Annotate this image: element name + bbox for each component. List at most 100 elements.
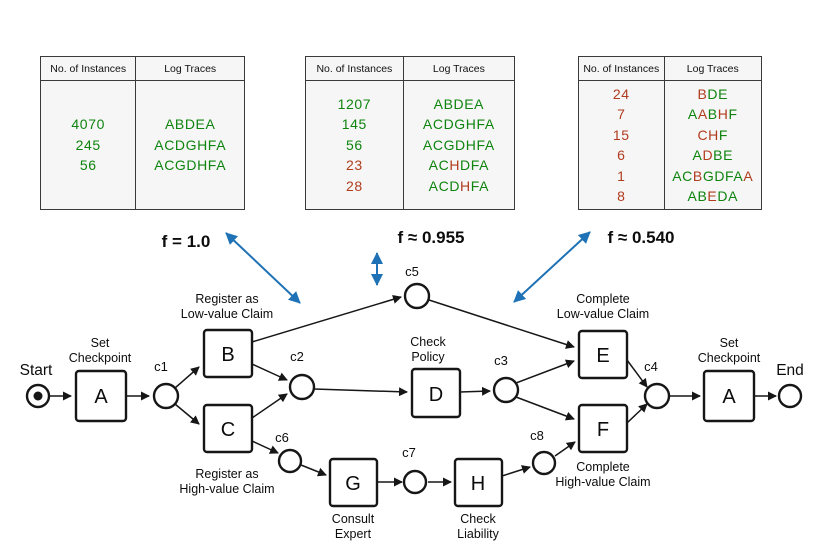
arc-c5-E <box>428 299 575 349</box>
transition-F-name-2: High-value Claim <box>555 475 650 489</box>
transition-G-letter: G <box>345 473 361 495</box>
arc-c3-E <box>515 359 575 384</box>
transition-F-name-1: Complete <box>576 460 630 474</box>
trace-segment: AB <box>687 188 708 204</box>
instances-column: 4070 245 56 <box>41 81 137 209</box>
fitness-pointer-arrow-1 <box>225 232 301 304</box>
transition-H-name-1: Check <box>460 512 496 526</box>
transition-B-name-1: Register as <box>195 292 258 306</box>
log-trace: ACGDHFA <box>154 155 226 176</box>
arc-c3-F <box>515 396 575 421</box>
place-c8-label: c8 <box>530 428 544 443</box>
trace-segment: F <box>728 106 738 122</box>
trace-segment: A <box>687 106 698 122</box>
trace-segment: H <box>717 106 729 122</box>
place-c7-label: c7 <box>402 445 416 460</box>
place-c1-label: c1 <box>154 359 168 374</box>
end-place <box>777 383 803 409</box>
transition-B-name-2: Low-value Claim <box>181 307 273 321</box>
trace-segment: F <box>718 126 729 143</box>
transition-E <box>577 329 629 380</box>
log-trace: ACDHFA <box>429 176 489 197</box>
place-c7 <box>402 469 428 495</box>
table-header: No. of Instances Log Traces <box>579 57 761 81</box>
arc-C-c2 <box>251 393 288 419</box>
trace-segment: B <box>707 106 718 122</box>
transition-B-letter: B <box>221 344 234 366</box>
transition-A1-letter: A <box>94 386 108 408</box>
col-header-traces: Log Traces <box>686 62 739 75</box>
col-header-traces: Log Traces <box>432 62 485 75</box>
instance-count: 8 <box>617 188 626 204</box>
transition-D-name-1: Check <box>410 335 446 349</box>
log-table-2: No. of Instances Log Traces 1207 145 56 … <box>305 56 515 210</box>
log-trace: ABEDA <box>688 186 739 207</box>
transition-G-name-1: Consult <box>332 512 375 526</box>
trace-segment: B <box>692 167 703 184</box>
trace-segment: FA <box>470 177 490 194</box>
col-header-instances: No. of Instances <box>306 57 404 80</box>
instance-count: 6 <box>617 147 626 163</box>
place-c6 <box>277 448 303 474</box>
trace-segment: ABDEA <box>164 116 216 133</box>
instance-count: 15 <box>612 126 630 143</box>
table-header: No. of Instances Log Traces <box>41 57 244 81</box>
place-c1 <box>152 382 180 410</box>
start-token <box>33 391 43 401</box>
arc-C-c6 <box>251 440 279 454</box>
transition-D <box>410 367 462 419</box>
col-header-traces: Log Traces <box>164 62 217 75</box>
instance-count: 1207 <box>337 95 372 112</box>
instance-count: 23 <box>345 157 363 174</box>
log-trace: ACBGDFAA <box>672 166 753 187</box>
fitness-label-2: f ≈ 0.955 <box>398 228 465 247</box>
trace-segment: ACD <box>428 177 461 194</box>
arc-c1-C <box>174 403 200 425</box>
place-c5 <box>403 282 431 310</box>
transition-D-name-2: Policy <box>411 350 445 364</box>
log-trace: BDE <box>697 84 728 105</box>
transition-F <box>577 403 629 454</box>
instance-count: 56 <box>345 136 363 153</box>
instances-column: 24 7 15 6 1 8 <box>579 81 665 209</box>
arc-B-c5 <box>251 295 402 343</box>
trace-segment: AC <box>428 157 450 174</box>
table-body: 24 7 15 6 1 8 BDE AABHF CHF ADBE ACBGDFA… <box>579 81 761 209</box>
log-trace: ACDGHFA <box>154 135 226 156</box>
col-header-instances: No. of Instances <box>41 57 137 80</box>
trace-segment: ACGDHFA <box>154 157 227 174</box>
trace-segment: A <box>692 147 703 163</box>
transition-F-letter: F <box>597 419 609 441</box>
instance-count: 245 <box>75 136 101 153</box>
place-c8 <box>531 450 557 476</box>
arc-c2-D <box>313 387 408 397</box>
transition-G-name-2: Expert <box>335 527 372 541</box>
transition-A2-letter: A <box>722 386 736 408</box>
transition-A2 <box>702 369 756 423</box>
arc-c8-F <box>554 441 576 457</box>
place-c5-label: c5 <box>405 264 419 279</box>
transition-C-name-2: High-value Claim <box>179 482 274 496</box>
transition-D-letter: D <box>429 384 443 406</box>
table-header: No. of Instances Log Traces <box>306 57 514 81</box>
trace-segment: H <box>460 177 471 194</box>
instance-count: 56 <box>79 157 97 174</box>
transition-A1-name-1: Set <box>91 336 110 350</box>
trace-segment: ACDGHFA <box>154 136 227 153</box>
transition-A2-name-1: Set <box>720 336 739 350</box>
place-c3 <box>492 376 520 404</box>
transition-E-name-2: Low-value Claim <box>557 307 649 321</box>
fitness-pointer-arrow-3 <box>513 231 591 303</box>
trace-segment: A <box>697 106 708 122</box>
transition-G <box>328 457 379 508</box>
trace-segment: H <box>449 157 461 174</box>
trace-segment: CH <box>697 126 719 143</box>
place-c3-label: c3 <box>494 353 508 368</box>
transition-C <box>202 403 254 454</box>
trace-segment: GDFA <box>702 167 744 184</box>
transition-E-letter: E <box>596 345 609 367</box>
traces-column: ABDEA ACDGHFA ACGDHFA ACHDFA ACDHFA <box>404 81 514 209</box>
instance-count: 28 <box>345 177 363 194</box>
trace-segment: ACDGHFA <box>422 116 495 133</box>
